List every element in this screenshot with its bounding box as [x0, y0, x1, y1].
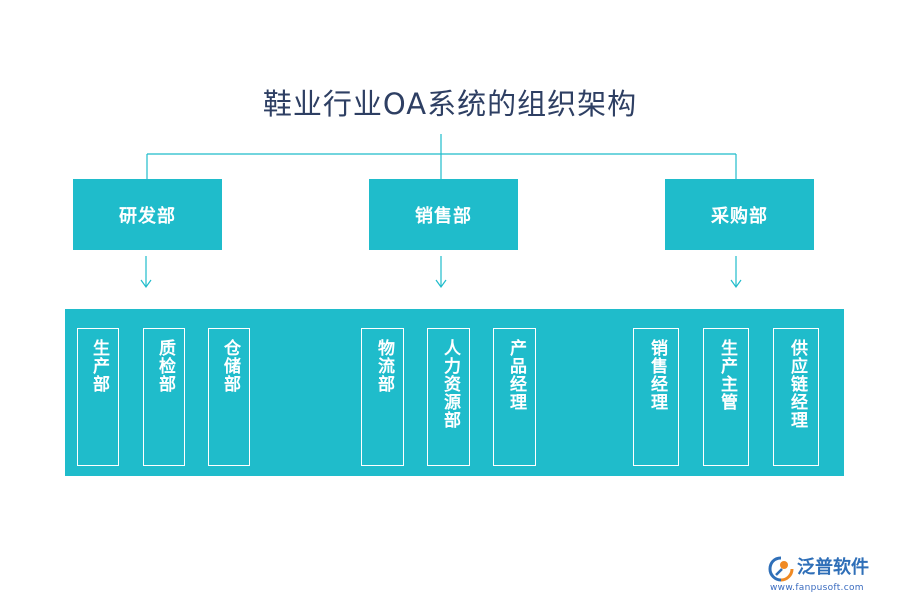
- sub-label: 销售经理: [647, 339, 667, 411]
- sub-label: 产品经理: [506, 339, 526, 411]
- brand-mark-icon: [768, 556, 794, 582]
- sub-box: 仓储部: [208, 328, 250, 466]
- sub-box: 生产部: [77, 328, 119, 466]
- dept-label: 研发部: [119, 205, 176, 227]
- sub-label: 生产主管: [717, 339, 737, 411]
- dept-label: 销售部: [415, 205, 472, 227]
- arrow-head-2: [435, 279, 447, 289]
- arrow-head-1: [140, 279, 152, 289]
- dept-box-purchasing: 采购部: [665, 179, 814, 250]
- sub-box: 供应链经理: [773, 328, 819, 466]
- sub-label: 质检部: [155, 339, 175, 393]
- brand-logo: 泛普软件 www.fanpusoft.com: [768, 555, 894, 595]
- brand-name: 泛普软件: [797, 557, 869, 578]
- arrow-head-3: [730, 279, 742, 289]
- sub-label: 供应链经理: [787, 339, 807, 429]
- sub-label: 人力资源部: [440, 339, 460, 429]
- sub-label: 生产部: [89, 339, 109, 393]
- sub-box: 销售经理: [633, 328, 679, 466]
- sub-box: 产品经理: [493, 328, 536, 466]
- sub-label: 仓储部: [220, 339, 240, 393]
- dept-box-sales: 销售部: [369, 179, 518, 250]
- diagram-title: 鞋业行业OA系统的组织架构: [262, 87, 638, 121]
- sub-label: 物流部: [374, 339, 394, 393]
- dept-label: 采购部: [711, 205, 768, 227]
- sub-box: 人力资源部: [427, 328, 470, 466]
- sub-box: 物流部: [361, 328, 404, 466]
- brand-url: www.fanpusoft.com: [770, 583, 864, 593]
- dept-box-rnd: 研发部: [73, 179, 222, 250]
- sub-box: 质检部: [143, 328, 185, 466]
- sub-box: 生产主管: [703, 328, 749, 466]
- sub-department-panel: [65, 309, 844, 476]
